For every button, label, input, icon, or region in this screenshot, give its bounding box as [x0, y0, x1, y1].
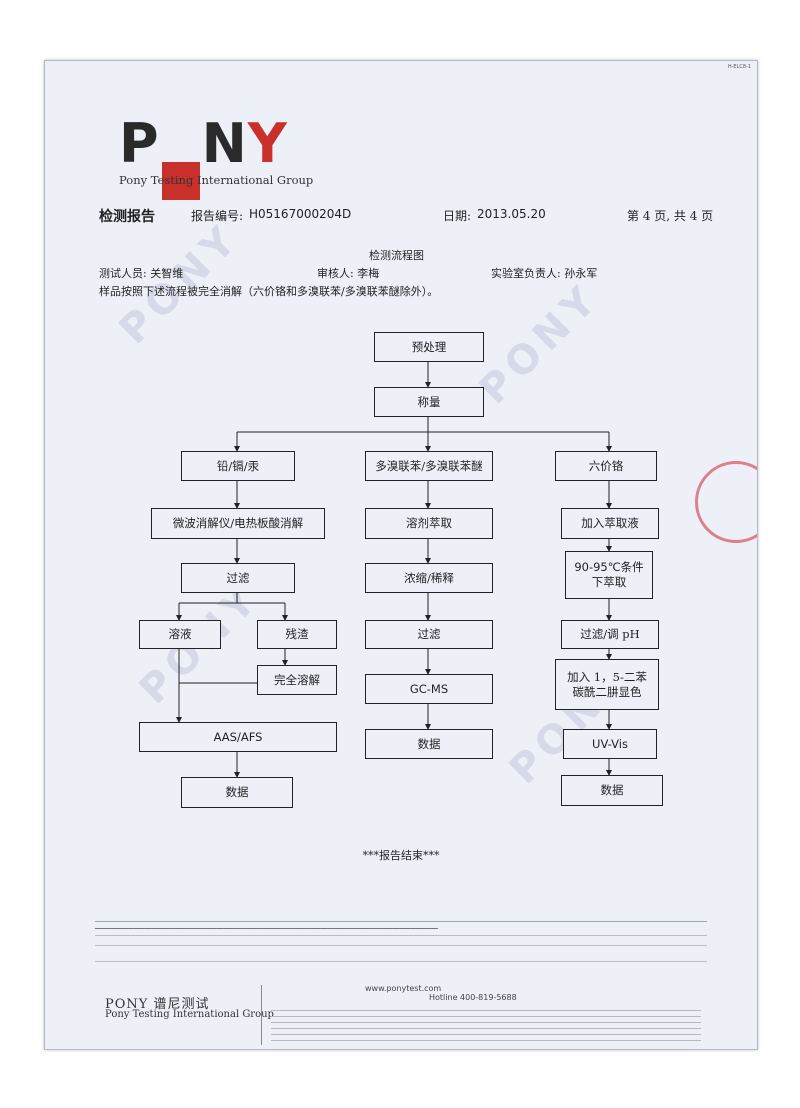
report-title: 检测报告	[99, 209, 155, 225]
flow-middle-head: 多溴联苯/多溴联苯醚	[365, 451, 493, 481]
flow-middle-data: 数据	[365, 729, 493, 759]
flow-right-head: 六价铬	[555, 451, 657, 481]
footer-divider	[95, 961, 707, 962]
report-no-label: 报告编号:	[191, 209, 244, 223]
footer-address-block	[271, 1005, 701, 1043]
lab-head: 实验室负责人: 孙永军	[491, 267, 598, 280]
flow-title: 检测流程图	[369, 249, 424, 262]
footer-brand-en: Pony Testing International Group	[105, 1009, 274, 1020]
fine-print-line: ━━━━━━━━━━━━━━━━━━━━━━━━━━━━━━━━━━━━━━━━…	[95, 927, 438, 932]
footer-hotline: Hotline 400-819-5688	[429, 993, 517, 1002]
digestion-note: 样品按照下述流程被完全消解（六价铬和多溴联苯/多溴联苯醚除外）。	[99, 285, 439, 298]
flow-pretreatment: 预处理	[374, 332, 484, 362]
flow-middle-filter: 过滤	[365, 620, 493, 649]
flow-middle-extract: 溶剂萃取	[365, 508, 493, 539]
flow-left-data: 数据	[181, 777, 293, 808]
flow-left-filter: 过滤	[181, 563, 295, 593]
flow-left-dissolve: 完全溶解	[257, 665, 337, 695]
flow-left-instrument: AAS/AFS	[139, 722, 337, 752]
flow-right-instrument: UV-Vis	[563, 729, 657, 759]
report-date: 2013.05.20	[477, 207, 546, 221]
flow-left-head: 铅/镉/汞	[181, 451, 295, 481]
reviewer: 审核人: 李梅	[317, 267, 380, 280]
pony-logo: PONY	[119, 117, 288, 200]
flow-left-digest: 微波消解仪/电热板酸消解	[151, 508, 325, 539]
flow-right-ph: 过滤/调 pH	[561, 620, 659, 649]
footer-brand: PONY 谱尼测试	[105, 997, 210, 1012]
flow-right-reagent: 加入 1，5-二苯碳酰二肼显色	[555, 659, 659, 710]
footer-divider	[95, 921, 707, 922]
flow-right-add: 加入萃取液	[561, 508, 659, 539]
flow-middle-concentrate: 浓缩/稀释	[365, 563, 493, 593]
page-indicator: 第 4 页, 共 4 页	[627, 209, 714, 223]
flow-left-residue: 残渣	[257, 620, 337, 649]
tester: 测试人员: 关智维	[99, 267, 184, 280]
footer-divider	[95, 945, 707, 946]
report-end: ***报告结束***	[362, 849, 440, 862]
flow-middle-instrument: GC-MS	[365, 674, 493, 704]
report-sheet: PONY PONY PONY PONY H-ELC8-1 PONY Pony T…	[44, 60, 758, 1050]
flow-right-data: 数据	[561, 775, 663, 806]
report-no: H05167000204D	[249, 207, 352, 221]
company-seal	[695, 461, 757, 543]
footer-separator	[261, 985, 262, 1045]
footer-website: www.ponytest.com	[365, 984, 442, 993]
footer-divider	[95, 935, 707, 936]
flow-left-solution: 溶液	[139, 620, 221, 649]
flow-connectors	[176, 360, 612, 778]
document-code: H-ELC8-1	[727, 64, 751, 70]
flow-right-heat: 90-95℃条件下萃取	[565, 551, 653, 599]
flow-weighing: 称量	[374, 387, 484, 417]
logo-subtitle: Pony Testing International Group	[119, 173, 314, 187]
date-label: 日期:	[443, 209, 472, 223]
